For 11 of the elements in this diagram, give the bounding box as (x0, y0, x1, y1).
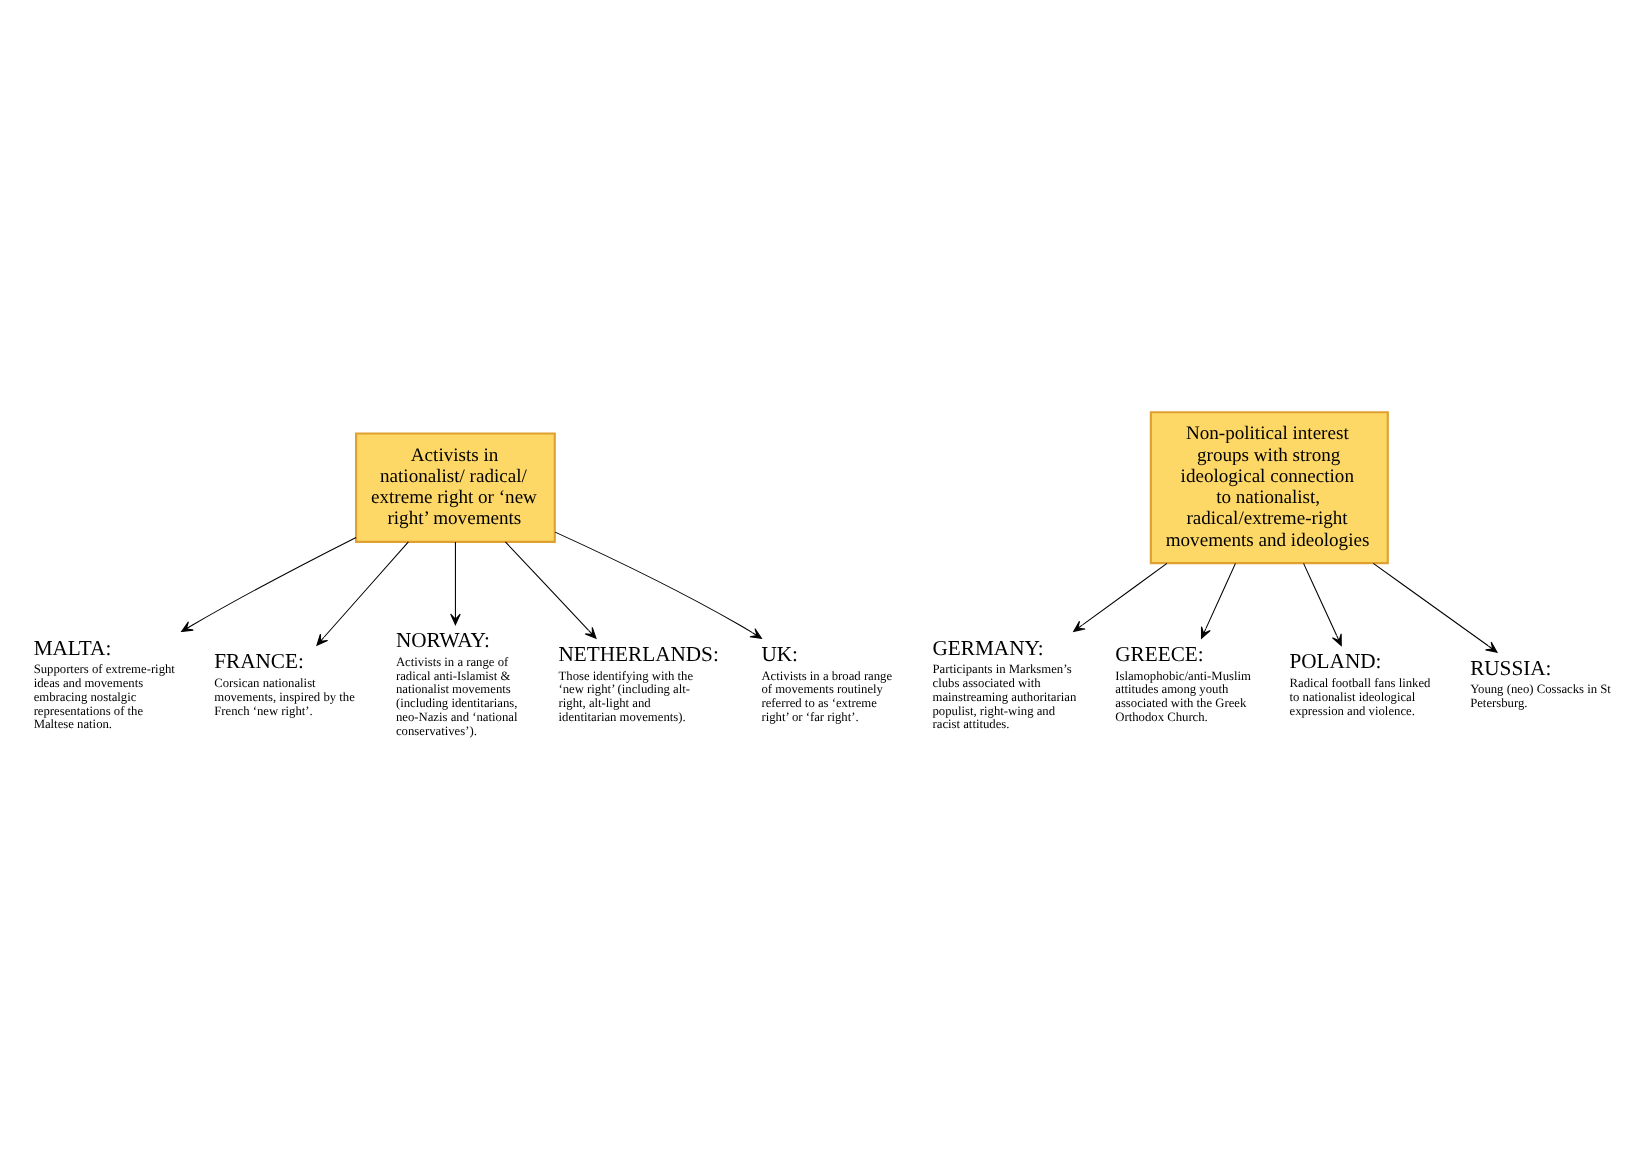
arrow (316, 541, 409, 646)
arrow (450, 541, 461, 626)
arrow (181, 536, 357, 632)
arrow (1200, 562, 1236, 639)
arrow (1372, 562, 1498, 653)
node-box: Activists in nationalist/ radical/ extreme right or ‘new right’ movements (355, 432, 556, 543)
arrow (1303, 562, 1342, 646)
arrow (554, 531, 762, 639)
arrow (1073, 562, 1168, 632)
node-box: Non-political interest groups with strong ideological connection to nationalist, radical/extreme-right movements and ideologies (1149, 411, 1389, 565)
arrow (504, 541, 597, 639)
